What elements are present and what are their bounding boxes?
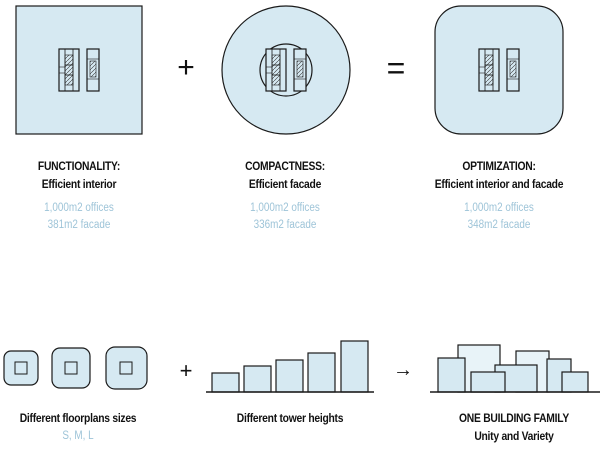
family-subtitle: Unity and Variety <box>474 429 554 443</box>
floorplan-sizes-diagram <box>3 346 148 390</box>
compactness-circle-plan <box>221 5 351 135</box>
optimization-offices: 1,000m2 offices <box>464 202 534 214</box>
optimization-rounded-plan <box>434 5 564 135</box>
functionality-subtitle: Efficient interior <box>41 177 117 191</box>
functionality-offices: 1,000m2 offices <box>44 202 114 214</box>
floorplans-sizes: S, M, L <box>62 430 94 442</box>
optimization-title: OPTIMIZATION: <box>462 159 536 173</box>
building-family-diagram <box>430 344 600 393</box>
compactness-subtitle: Efficient facade <box>248 177 322 191</box>
functionality-title: FUNCTIONALITY: <box>37 159 121 173</box>
arrow-operator: → <box>393 359 413 381</box>
functionality-facade: 381m2 facade <box>47 219 111 231</box>
plus-operator-top: + <box>177 51 195 84</box>
compactness-offices: 1,000m2 offices <box>250 202 320 214</box>
floorplans-title: Different floorplans sizes <box>19 411 137 425</box>
family-title: ONE BUILDING FAMILY <box>459 411 569 425</box>
heights-title: Different tower heights <box>236 411 344 425</box>
compactness-title: COMPACTNESS: <box>245 159 325 173</box>
plus-operator-bottom: + <box>179 358 193 383</box>
tower-heights-diagram <box>206 340 374 393</box>
compactness-facade: 336m2 facade <box>253 219 317 231</box>
equals-operator: = <box>386 50 406 86</box>
optimization-facade: 348m2 facade <box>467 219 531 231</box>
optimization-subtitle: Efficient interior and facade <box>434 177 564 191</box>
functionality-square-plan <box>15 5 143 135</box>
